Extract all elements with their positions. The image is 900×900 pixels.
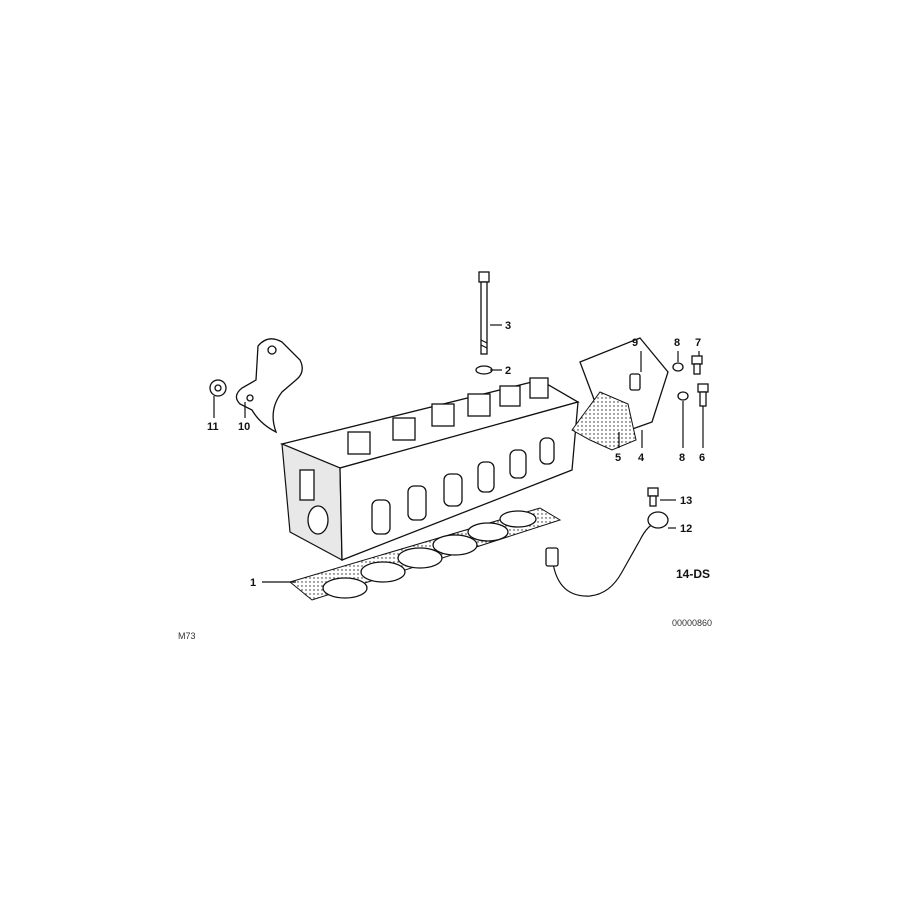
model-code: M73 <box>178 631 196 641</box>
washer <box>475 365 493 375</box>
cover-plate <box>571 337 669 451</box>
callout-6: 6 <box>699 452 705 464</box>
head-gasket <box>288 507 562 601</box>
callout-7: 7 <box>695 337 701 349</box>
washer-lower <box>677 391 689 401</box>
drawing-number: 00000860 <box>672 618 712 628</box>
callout-10: 10 <box>238 421 250 433</box>
callout-5: 5 <box>615 452 621 464</box>
callout-11: 11 <box>207 421 219 433</box>
dowel-sleeve <box>629 373 641 391</box>
callout-4: 4 <box>638 452 645 464</box>
callout-3: 3 <box>505 320 511 332</box>
port-openings <box>371 437 555 535</box>
leader-lines <box>213 324 704 583</box>
callout-12: 12 <box>680 523 692 535</box>
lifting-bracket <box>235 338 303 434</box>
bracket-nut <box>209 379 227 397</box>
group-code: 14-DS <box>676 567 710 581</box>
screw-lower <box>697 383 709 407</box>
washer-upper <box>672 362 684 372</box>
callout-8-upper: 8 <box>674 337 680 349</box>
cam-towers <box>347 377 549 455</box>
callout-13: 13 <box>680 495 692 507</box>
callout-8-lower: 8 <box>679 452 685 464</box>
callout-9: 9 <box>632 337 638 349</box>
sensor-bolt <box>647 487 659 507</box>
callouts: 1 2 3 4 5 6 7 8 8 9 10 11 12 13 <box>207 320 705 589</box>
screw-upper <box>691 355 703 375</box>
callout-1: 1 <box>250 577 256 589</box>
cylinder-head-bolt <box>478 271 490 355</box>
knock-sensor <box>545 511 669 597</box>
cylinder-head <box>279 377 580 562</box>
callout-2: 2 <box>505 365 511 377</box>
